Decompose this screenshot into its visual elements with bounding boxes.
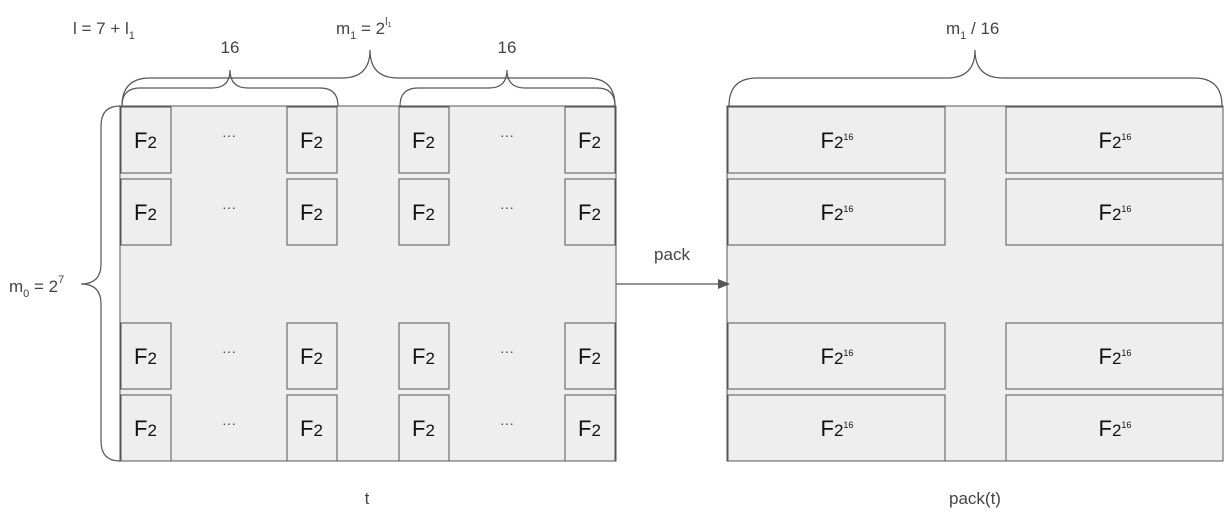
f2-16-cell-label: F216 bbox=[821, 200, 854, 225]
f2-cell-label: F2 bbox=[412, 128, 435, 153]
f2-cell-label: F2 bbox=[300, 416, 323, 441]
f2-cell bbox=[398, 178, 450, 246]
f2-cell bbox=[564, 106, 616, 174]
brace-group-right bbox=[399, 69, 616, 107]
f2-cell-label: F2 bbox=[412, 344, 435, 369]
f2-cell-label: F2 bbox=[134, 344, 157, 369]
f2-16-cell-label: F216 bbox=[1099, 416, 1132, 441]
ellipsis: ··· bbox=[500, 415, 514, 431]
f2-cell bbox=[120, 178, 172, 246]
f2-cell-label: F2 bbox=[578, 344, 601, 369]
f2-16-cell bbox=[1005, 322, 1224, 390]
f2-cell bbox=[286, 394, 338, 462]
group-label-right: 16 bbox=[498, 38, 517, 57]
f2-16-cell-label: F216 bbox=[821, 344, 854, 369]
ellipsis: ··· bbox=[500, 127, 514, 143]
ellipsis: ··· bbox=[222, 127, 236, 143]
f2-cell bbox=[286, 178, 338, 246]
f2-cell bbox=[120, 322, 172, 390]
f2-16-cell-label: F216 bbox=[821, 416, 854, 441]
f2-16-cell bbox=[1005, 106, 1224, 174]
height-formula: m0 = 27 bbox=[9, 274, 64, 300]
f2-cell-label: F2 bbox=[134, 416, 157, 441]
f2-cell bbox=[564, 322, 616, 390]
f2-16-cell bbox=[727, 394, 946, 462]
pack-arrow-label: pack bbox=[654, 245, 690, 264]
f2-cell-label: F2 bbox=[300, 200, 323, 225]
brace-group-left bbox=[121, 69, 339, 107]
brace-packed-width bbox=[728, 49, 1223, 107]
left-panel-background bbox=[119, 105, 617, 462]
f2-16-cell bbox=[727, 322, 946, 390]
f2-16-cell bbox=[1005, 178, 1224, 246]
f2-cell-label: F2 bbox=[578, 128, 601, 153]
f2-cell bbox=[398, 394, 450, 462]
f2-cell-label: F2 bbox=[412, 200, 435, 225]
f2-16-cell bbox=[727, 178, 946, 246]
group-label-left: 16 bbox=[221, 38, 240, 57]
f2-cell-label: F2 bbox=[300, 128, 323, 153]
left-caption: t bbox=[365, 489, 370, 508]
f2-16-cell bbox=[727, 106, 946, 174]
f2-16-cell-label: F216 bbox=[1099, 128, 1132, 153]
f2-cell-label: F2 bbox=[300, 344, 323, 369]
ellipsis: ··· bbox=[222, 199, 236, 215]
f2-cell-label: F2 bbox=[134, 200, 157, 225]
f2-cell-label: F2 bbox=[578, 416, 601, 441]
ellipsis: ··· bbox=[222, 415, 236, 431]
f2-cell bbox=[120, 394, 172, 462]
packed-width-formula: m1 / 16 bbox=[946, 19, 999, 42]
f2-cell-label: F2 bbox=[412, 416, 435, 441]
f2-16-cell bbox=[1005, 394, 1224, 462]
f2-16-cell-label: F216 bbox=[1099, 200, 1132, 225]
f2-16-cell-label: F216 bbox=[821, 128, 854, 153]
f2-cell bbox=[564, 178, 616, 246]
f2-cell bbox=[120, 106, 172, 174]
f2-cell bbox=[286, 322, 338, 390]
f2-cell bbox=[286, 106, 338, 174]
width-formula: m1 = 2l1 bbox=[336, 16, 392, 42]
ellipsis: ··· bbox=[500, 343, 514, 359]
f2-cell-label: F2 bbox=[578, 200, 601, 225]
ellipsis: ··· bbox=[500, 199, 514, 215]
ellipsis: ··· bbox=[222, 343, 236, 359]
f2-cell bbox=[398, 106, 450, 174]
brace-height bbox=[80, 105, 121, 462]
f2-16-cell-label: F216 bbox=[1099, 344, 1132, 369]
bit-length-formula: l = 7 + l1 bbox=[73, 19, 135, 42]
f2-cell-label: F2 bbox=[134, 128, 157, 153]
right-caption: pack(t) bbox=[949, 489, 1001, 508]
brace-total-width bbox=[121, 49, 616, 107]
f2-cell bbox=[564, 394, 616, 462]
f2-cell bbox=[398, 322, 450, 390]
